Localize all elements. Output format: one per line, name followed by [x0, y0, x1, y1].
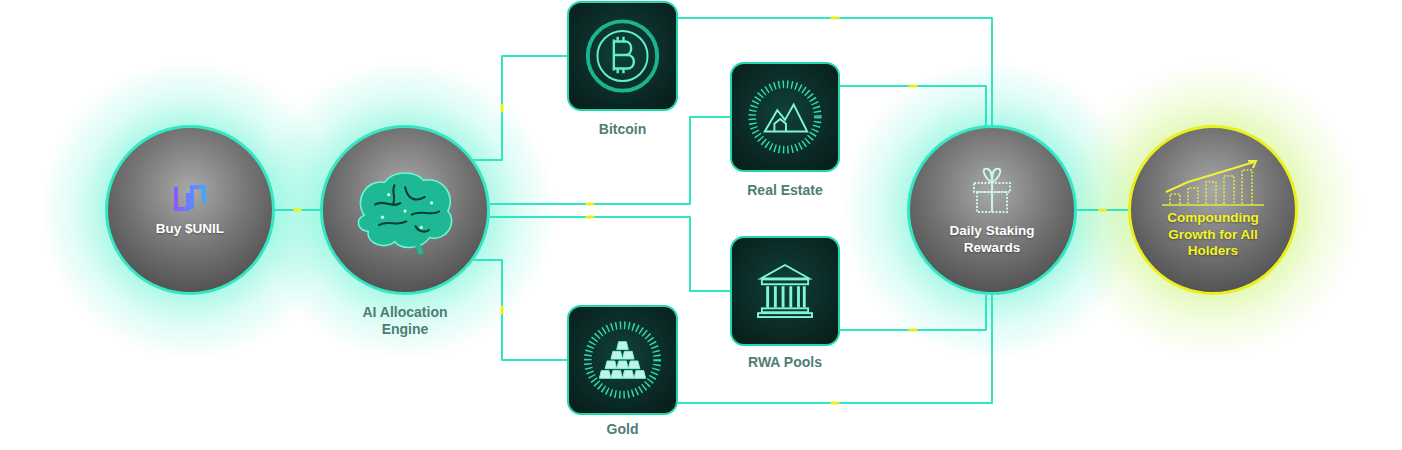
glow — [1063, 60, 1363, 360]
start-circle: Buy $UNIL — [105, 125, 275, 295]
flow-connector — [840, 295, 986, 330]
signal-dot — [832, 17, 838, 20]
signal-dot — [587, 216, 593, 219]
caption-label: AI Allocation Engine — [340, 304, 470, 338]
flow-connector — [490, 217, 730, 291]
signal-dot — [501, 307, 504, 313]
asset-box: RWA Pools — [730, 236, 840, 346]
brain-icon — [343, 164, 467, 256]
unil-logo — [173, 183, 207, 213]
flow-connector — [474, 260, 567, 360]
node-content: Daily Staking Rewards — [910, 128, 1074, 292]
caption-label: Real Estate — [695, 182, 875, 199]
flow-connector — [1077, 209, 1128, 211]
signal-dot — [910, 329, 916, 332]
caption-label: RWA Pools — [695, 354, 875, 371]
asset-box: Bitcoin — [567, 1, 678, 111]
rewards-circle: Daily Staking Rewards — [907, 125, 1077, 295]
gift-icon — [966, 163, 1018, 215]
asset-box: Real Estate — [730, 62, 840, 172]
temple-icon — [732, 238, 838, 344]
node-content: Compounding Growth for All Holders — [1131, 128, 1295, 292]
engine-circle: AI Allocation Engine — [320, 125, 490, 295]
bitcoin-icon — [569, 3, 676, 109]
caption-label: Bitcoin — [533, 121, 713, 138]
glow — [40, 60, 340, 360]
node-label: Compounding Growth for All Holders — [1151, 210, 1275, 261]
flow-connector — [474, 56, 567, 160]
node-content — [323, 128, 487, 292]
signal-dot — [832, 402, 838, 405]
gold-bars-icon — [569, 307, 676, 413]
node-caption: RWA Pools — [695, 354, 875, 371]
signal-dot — [501, 105, 504, 111]
flow-connector — [490, 117, 730, 204]
flow-connector — [840, 86, 986, 125]
flow-connector — [275, 209, 320, 211]
caption-label: Gold — [533, 421, 713, 438]
signal-dot — [910, 85, 916, 88]
growth-chart-icon — [1158, 160, 1268, 206]
signal-dot — [1100, 209, 1106, 212]
node-caption: Real Estate — [695, 182, 875, 199]
asset-box: Gold — [567, 305, 678, 415]
node-label: Daily Staking Rewards — [930, 223, 1054, 257]
node-content: Buy $UNIL — [108, 128, 272, 292]
signal-dot — [587, 203, 593, 206]
node-caption: AI Allocation Engine — [340, 304, 470, 338]
node-label: Buy $UNIL — [156, 221, 224, 238]
node-caption: Gold — [533, 421, 713, 438]
glow — [255, 60, 555, 360]
real-estate-icon — [732, 64, 838, 170]
result-circle: Compounding Growth for All Holders — [1128, 125, 1298, 295]
node-caption: Bitcoin — [533, 121, 713, 138]
signal-dot — [295, 209, 301, 212]
